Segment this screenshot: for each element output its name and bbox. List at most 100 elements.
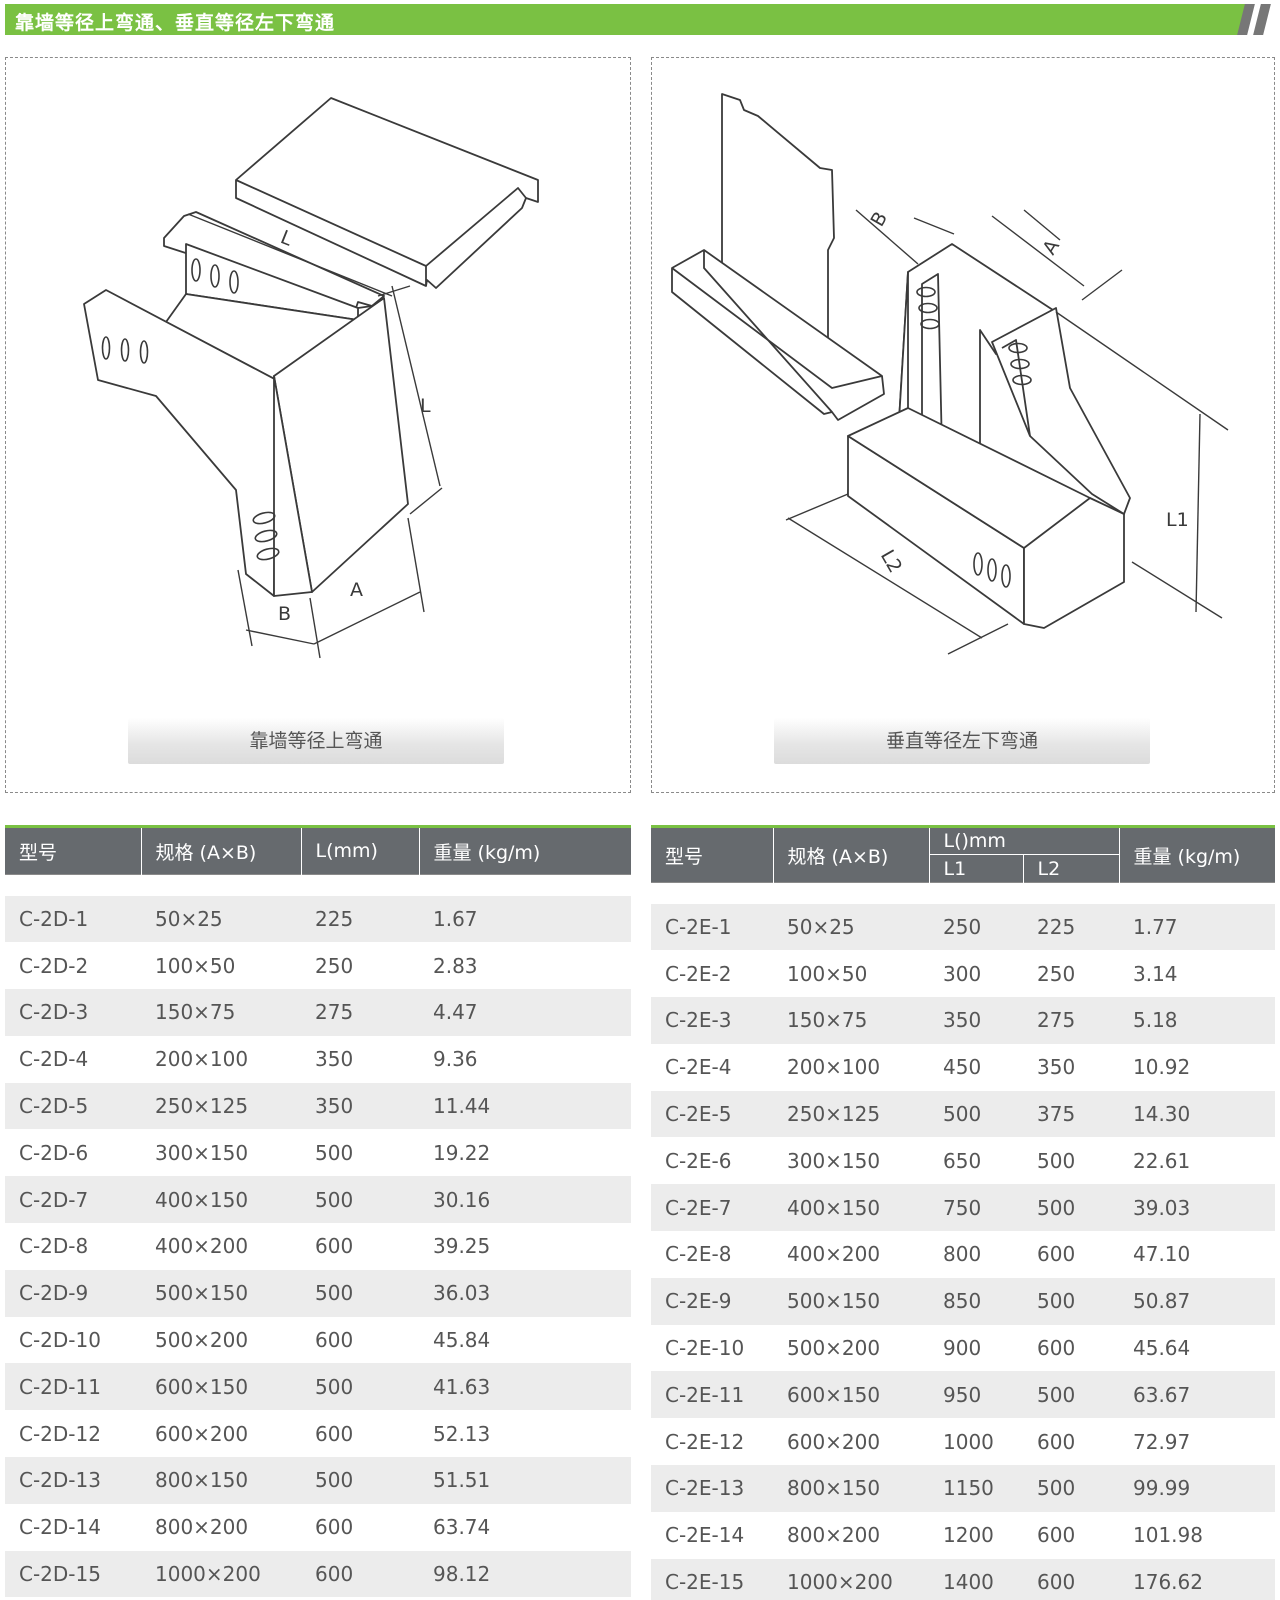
table-cell: 200×100 bbox=[787, 1055, 881, 1080]
table-cell: 600 bbox=[315, 1234, 354, 1259]
table-cell: 900 bbox=[943, 1336, 982, 1361]
table-cell: 50.87 bbox=[1119, 1277, 1275, 1325]
table-cell: 63.67 bbox=[1119, 1371, 1275, 1419]
table-cell: C-2D-5 bbox=[5, 1082, 141, 1130]
page-title: 靠墙等径上弯通、垂直等径左下弯通 bbox=[15, 12, 336, 34]
table-divider bbox=[5, 874, 631, 896]
table-cell: 41.63 bbox=[419, 1363, 631, 1411]
col-header-model: 型号 bbox=[651, 826, 773, 883]
table-cell: 1000×200 bbox=[141, 1550, 301, 1598]
table-cell: 400×150 bbox=[773, 1184, 929, 1232]
right-elbow-drawing: B A L1 L2 bbox=[671, 93, 1229, 655]
table-cell: C-2E-5 bbox=[651, 1090, 773, 1138]
col-header-weight: 重量 (kg/m) bbox=[418, 826, 631, 875]
table-cell: 500 bbox=[301, 1269, 419, 1317]
table-cell: 500 bbox=[1037, 1148, 1076, 1173]
col-header-l2: L2 bbox=[1022, 854, 1119, 883]
table-divider bbox=[651, 882, 1275, 904]
slot-holes bbox=[101, 258, 280, 561]
table-cell: 19.22 bbox=[433, 1140, 491, 1165]
table-cell: C-2E-11 bbox=[651, 1371, 773, 1419]
table-cell: C-2E-6 bbox=[665, 1148, 732, 1173]
table-cell: C-2D-3 bbox=[5, 989, 141, 1036]
table-cell: 72.97 bbox=[1133, 1429, 1191, 1454]
table-cell: 39.03 bbox=[1119, 1184, 1275, 1232]
table-cell: 250×125 bbox=[141, 1082, 301, 1130]
table-cell: 800×150 bbox=[141, 1457, 301, 1504]
table-cell: 650 bbox=[943, 1148, 982, 1173]
table-cell: 300×150 bbox=[787, 1148, 881, 1173]
table-cell: 47.10 bbox=[1133, 1242, 1191, 1267]
col-header-model: 型号 bbox=[5, 826, 141, 875]
table-cell: 10.92 bbox=[1133, 1055, 1191, 1080]
table-cell: 500 bbox=[1023, 1277, 1119, 1325]
table-cell: 45.64 bbox=[1133, 1336, 1191, 1361]
table-cell: 52.13 bbox=[433, 1421, 491, 1446]
dim-label-b: B bbox=[866, 208, 892, 230]
table-cell: 350 bbox=[929, 997, 1023, 1044]
table-cell: 500×150 bbox=[141, 1269, 301, 1317]
dim-label-l2: L2 bbox=[876, 546, 906, 577]
table-cell: C-2E-9 bbox=[651, 1277, 773, 1325]
table-cell: 250 bbox=[315, 953, 354, 978]
table-cell: 600×200 bbox=[155, 1421, 249, 1446]
table-cell: 250 bbox=[1037, 961, 1076, 986]
table-cell: 99.99 bbox=[1119, 1465, 1275, 1512]
dim-label-b: B bbox=[278, 603, 291, 625]
col-header-spec: 规格 (A×B) bbox=[140, 826, 301, 875]
table-cell: 1000×200 bbox=[773, 1558, 929, 1600]
table-cell: 350 bbox=[301, 1082, 419, 1130]
table-cell: 176.62 bbox=[1119, 1558, 1275, 1600]
table-cell: C-2E-1 bbox=[651, 903, 773, 951]
table-cell: 600 bbox=[1037, 1523, 1076, 1548]
cover-plate bbox=[235, 97, 539, 289]
col-header-length-group: L()mm bbox=[928, 826, 1119, 855]
table-header-row: 型号 规格 (A×B) L(mm) 重量 (kg/m) bbox=[5, 826, 631, 875]
table-cell: 500×150 bbox=[773, 1277, 929, 1325]
table-cell: 500 bbox=[1023, 1371, 1119, 1419]
table-cell: 39.25 bbox=[433, 1234, 491, 1259]
tray-end bbox=[1023, 497, 1125, 629]
table-cell: 450 bbox=[943, 1055, 982, 1080]
table-cell: 3.14 bbox=[1133, 961, 1178, 986]
table-cell: 400×200 bbox=[155, 1234, 249, 1259]
col-header-l1: L1 bbox=[928, 854, 1023, 883]
table-cell: C-2D-1 bbox=[5, 895, 141, 943]
table-cell: C-2D-14 bbox=[19, 1515, 101, 1540]
table-cell: 600 bbox=[315, 1328, 354, 1353]
table-cell: 250 bbox=[929, 903, 1023, 951]
table-cell: 98.12 bbox=[419, 1550, 631, 1598]
table-cell: 500 bbox=[315, 1140, 354, 1165]
table-cell: 36.03 bbox=[419, 1269, 631, 1317]
table-divider-cell bbox=[651, 882, 1275, 904]
table-divider-cell bbox=[5, 874, 631, 896]
table-cell: 1.77 bbox=[1119, 903, 1275, 951]
table-cell: 600×200 bbox=[787, 1429, 881, 1454]
table-cell: 600 bbox=[301, 1550, 419, 1598]
table-cell: C-2D-9 bbox=[5, 1269, 141, 1317]
table-cell: 350 bbox=[1037, 1055, 1076, 1080]
table-cell: 800 bbox=[943, 1242, 982, 1267]
table-cell: C-2D-7 bbox=[5, 1176, 141, 1224]
table-cell: 500 bbox=[929, 1090, 1023, 1138]
bend-wall bbox=[991, 307, 1131, 515]
table-cell: 800×150 bbox=[773, 1465, 929, 1512]
dim-label-l-top: L bbox=[277, 226, 295, 251]
table-cell: 300×150 bbox=[155, 1140, 249, 1165]
